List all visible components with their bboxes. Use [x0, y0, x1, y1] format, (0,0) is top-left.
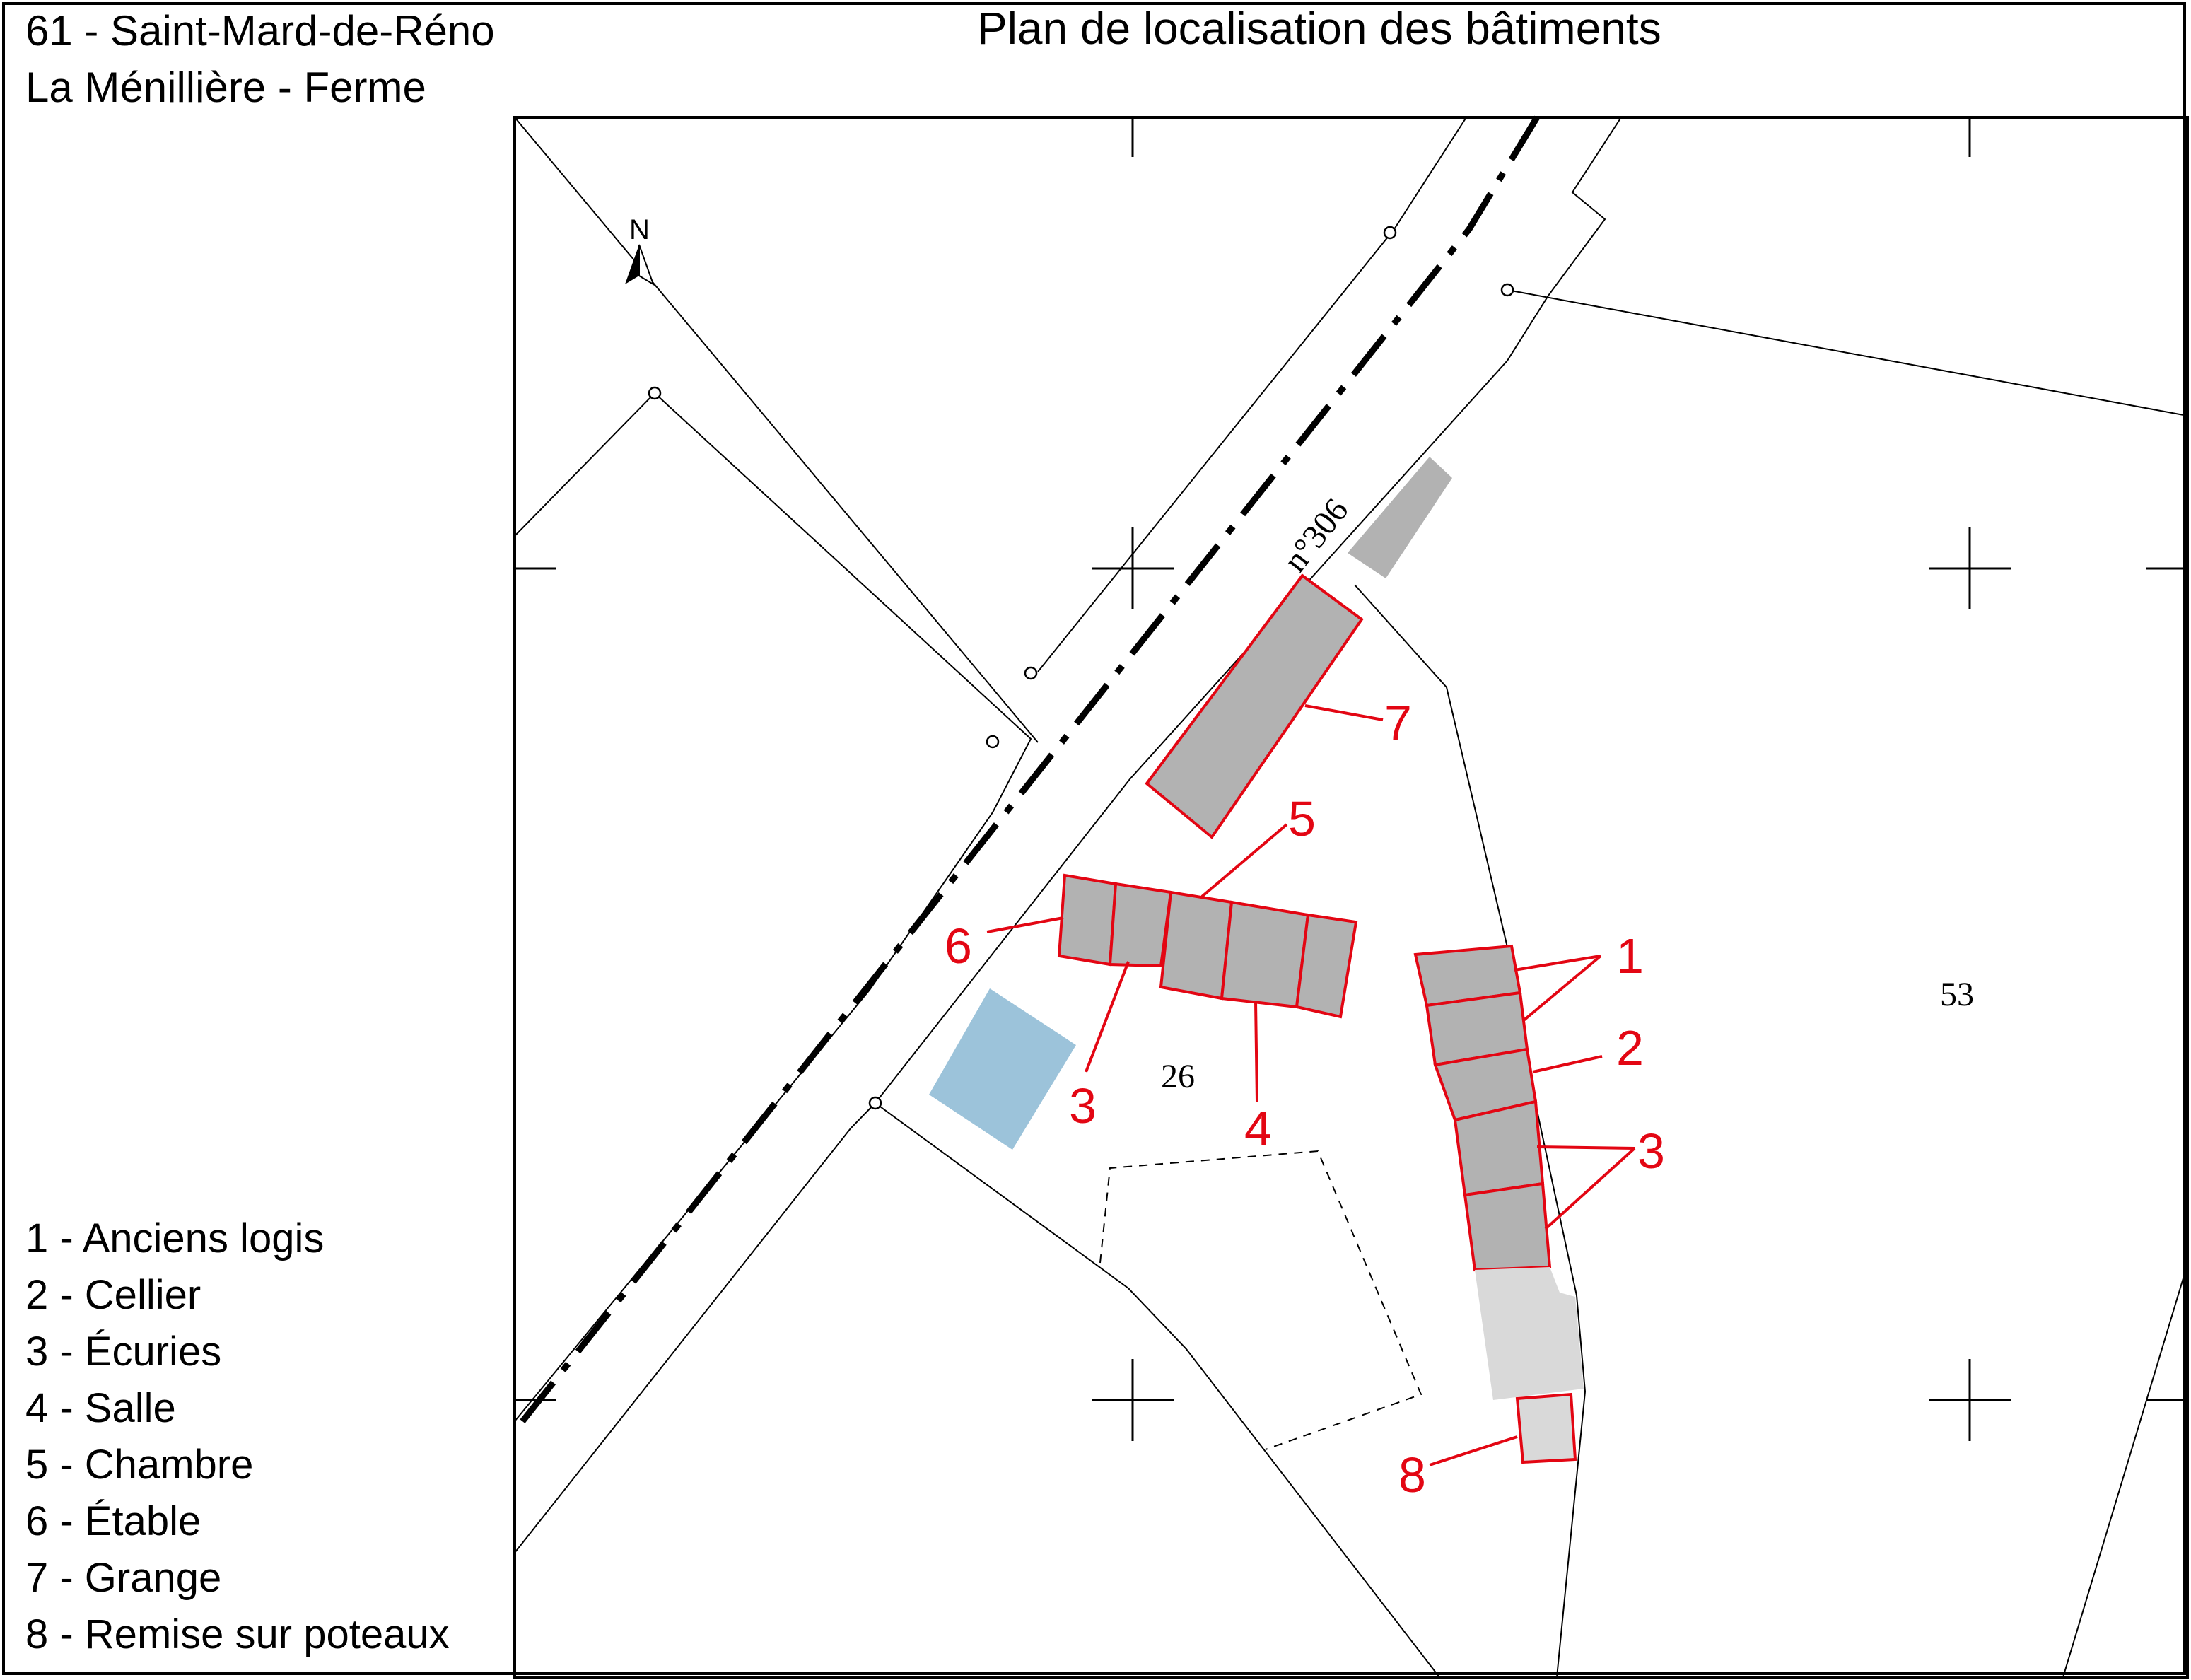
legend-item: 6 - Étable: [25, 1498, 201, 1544]
road-label: n°306: [1276, 491, 1356, 578]
building-ecurie-east-north: [1453, 1099, 1545, 1197]
building-legend: 1 - Anciens logis 2 - Cellier 3 - Écurie…: [25, 1211, 450, 1663]
grid-crosses: [515, 117, 2187, 1441]
callout-7: 7: [1384, 695, 1412, 750]
building-ecurie-west: [1108, 882, 1173, 968]
callout-3-east: 3: [1637, 1124, 1665, 1179]
building-light-annex: [1475, 1267, 1584, 1400]
legend-item: 1 - Anciens logis: [25, 1215, 325, 1261]
legend-item: 5 - Chambre: [25, 1442, 254, 1488]
building-grange: [1145, 573, 1364, 839]
building-salle-annex: [1295, 913, 1358, 1019]
commune-title: 61 - Saint-Mard-de-Réno: [25, 7, 495, 54]
callout-5: 5: [1288, 791, 1316, 846]
parcel-26: 26: [1161, 1058, 1195, 1095]
north-arrow-icon: [625, 244, 655, 286]
callout-1: 1: [1616, 928, 1644, 984]
callout-6: 6: [945, 918, 972, 974]
callout-leaders: [986, 704, 1636, 1466]
plan-title: Plan de localisation des bâtiments: [977, 3, 1661, 54]
parcel-53: 53: [1940, 976, 1974, 1013]
building-remise: [1515, 1392, 1577, 1464]
place-name: La Ménillière - Ferme: [25, 64, 426, 111]
building-ecurie-east-south: [1463, 1182, 1552, 1272]
callout-8: 8: [1398, 1447, 1426, 1503]
callout-2: 2: [1616, 1020, 1644, 1075]
pond: [929, 988, 1076, 1150]
legend-item: 7 - Grange: [25, 1555, 222, 1601]
north-label: N: [629, 214, 650, 245]
commune-boundary: [512, 115, 1540, 1433]
building-salle: [1220, 900, 1310, 1009]
annex-building: [1348, 457, 1452, 578]
parcel-lines: [514, 117, 2188, 1678]
legend-item: 2 - Cellier: [25, 1272, 201, 1318]
survey-points: [648, 226, 1514, 1110]
building-etable: [1057, 873, 1118, 967]
dashed-enclosure: [1099, 1150, 1422, 1450]
legend-item: 8 - Remise sur poteaux: [25, 1611, 450, 1657]
map-border: [513, 116, 2189, 1679]
legend-item: 4 - Salle: [25, 1385, 176, 1431]
building-chambre: [1159, 890, 1234, 1001]
legend-item: 3 - Écuries: [25, 1329, 222, 1375]
callout-3-west: 3: [1069, 1078, 1097, 1133]
callout-4: 4: [1244, 1101, 1272, 1156]
